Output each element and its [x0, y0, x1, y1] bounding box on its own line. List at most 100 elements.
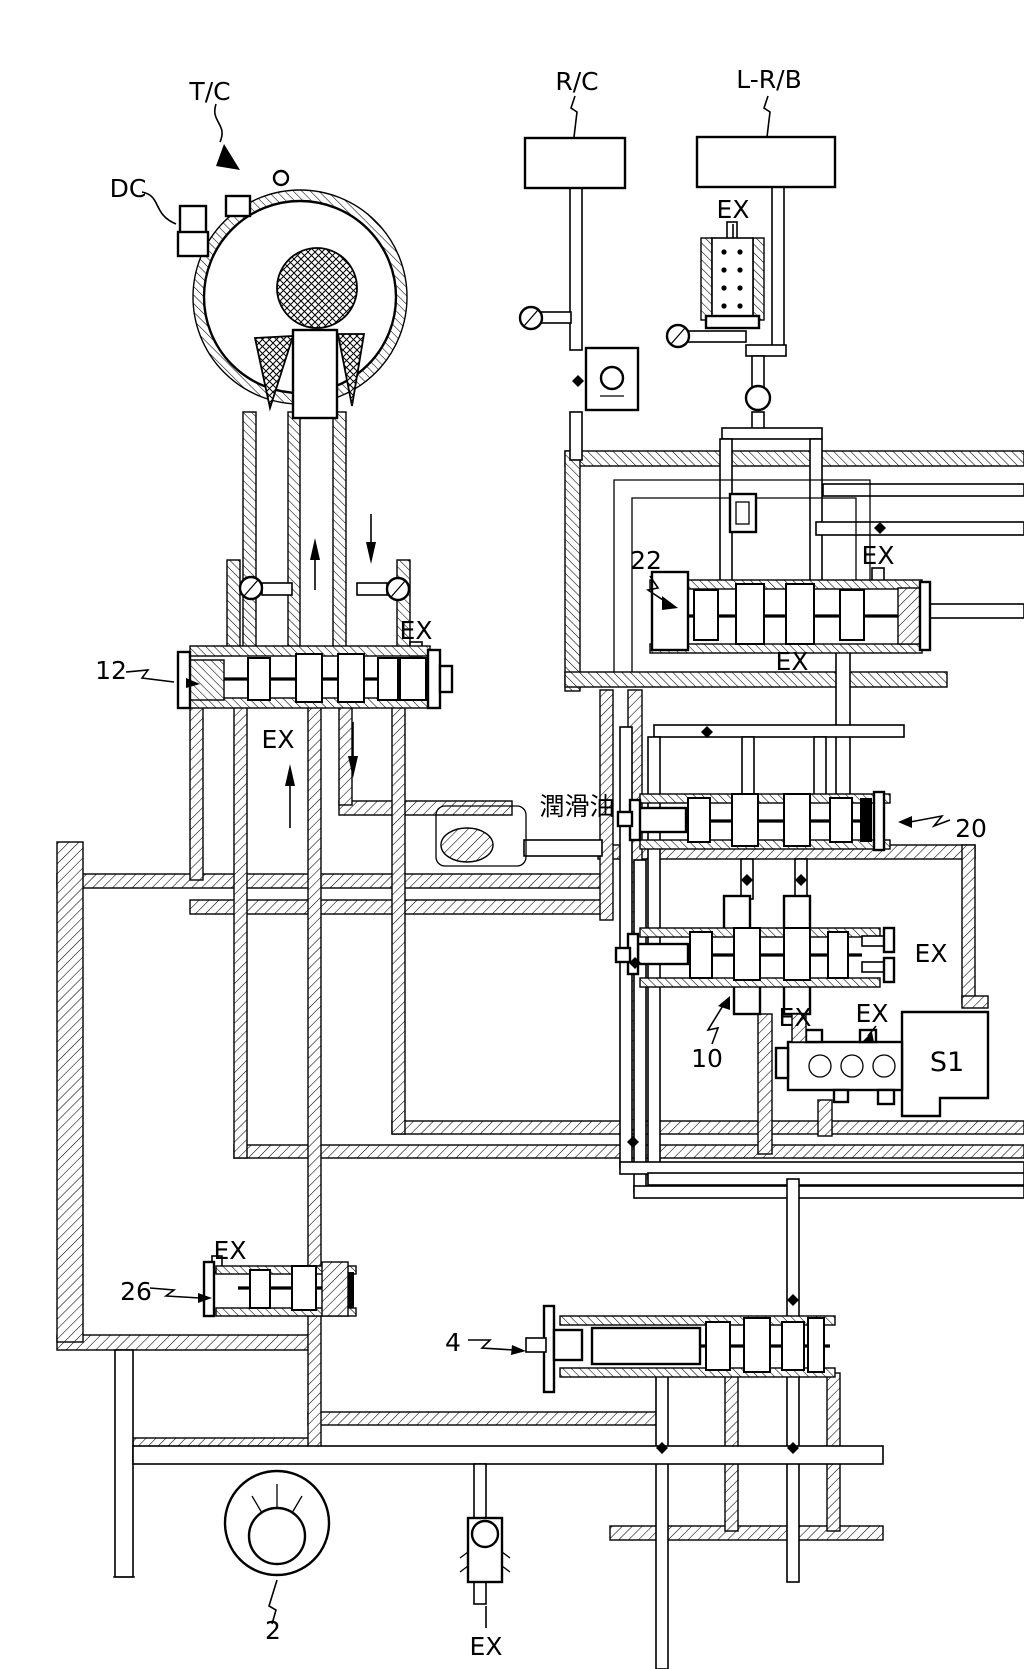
check-ball — [599, 365, 625, 391]
label-lrb: L-R/B — [736, 65, 801, 94]
accumulator-seat — [704, 314, 761, 330]
label-ex: EX — [776, 647, 809, 676]
duct — [835, 649, 851, 799]
pipe — [56, 873, 613, 889]
tc-impeller-wedge — [253, 335, 295, 412]
label-20: 20 — [955, 814, 987, 843]
damper-clutch-block — [178, 204, 208, 236]
label-ex: EX — [862, 541, 895, 570]
arrowhead-icon — [216, 144, 240, 170]
torque-converter — [176, 169, 408, 420]
tc-bolt — [272, 169, 290, 187]
duct — [619, 1161, 1024, 1175]
duct — [569, 187, 583, 351]
pipe — [307, 1411, 658, 1426]
orifice-symbols — [238, 305, 691, 602]
pipe — [609, 1525, 884, 1541]
label-ex: EX — [915, 939, 948, 968]
tc-piston — [224, 194, 252, 218]
enclosure-liner — [613, 479, 871, 672]
pipe — [391, 1120, 1024, 1135]
duct — [473, 1579, 487, 1605]
label-ex: EX — [262, 725, 295, 754]
accumulator-bore — [711, 237, 754, 321]
pipe — [56, 1334, 315, 1351]
duct — [809, 438, 823, 587]
flow-arrows — [285, 514, 376, 828]
rc-chamber — [523, 136, 627, 190]
duct — [771, 186, 785, 348]
valve-pocket — [732, 982, 762, 1016]
pipe — [307, 1315, 322, 1457]
pipe — [56, 841, 84, 1343]
valve-end-cap — [426, 648, 442, 710]
valve-pocket — [782, 894, 812, 932]
pipe — [599, 689, 614, 921]
valve-body-enclosure — [226, 411, 1024, 692]
label-lube: 潤滑油 — [539, 792, 614, 821]
duct — [647, 1172, 1024, 1186]
duct — [473, 1463, 487, 1521]
duct — [741, 736, 755, 798]
enclosure-top-wall — [564, 450, 1024, 467]
lube-check-ball — [440, 827, 494, 863]
valve-plug — [897, 587, 921, 645]
valve-26 — [202, 1260, 357, 1318]
orifice-stem — [356, 582, 388, 596]
valve-end-cap — [918, 580, 932, 652]
label-22: 22 — [630, 546, 662, 575]
valve-end-cap — [202, 1260, 216, 1318]
arrow-down-icon — [366, 542, 376, 564]
relief-valve — [459, 1516, 511, 1584]
duct — [569, 411, 583, 461]
flow-markers — [572, 375, 886, 1454]
s1-box — [900, 1010, 990, 1118]
pipe — [338, 800, 513, 816]
valve-12 — [176, 645, 454, 710]
pipe — [961, 995, 989, 1009]
pipe — [307, 699, 322, 1267]
arrow-up-icon — [310, 538, 320, 560]
pump-line — [132, 1445, 884, 1465]
solenoid-s1 — [774, 1010, 990, 1118]
valve-22 — [649, 570, 932, 654]
jacket-wall — [226, 559, 241, 656]
accumulator-wall — [752, 237, 765, 321]
pump-inner — [247, 1506, 307, 1566]
duct — [523, 839, 603, 857]
duct — [929, 603, 1024, 619]
pilot-box — [728, 492, 758, 534]
label-s1: S1 — [930, 1047, 964, 1078]
oil-pump — [223, 1469, 331, 1577]
label-ex: EX — [856, 999, 889, 1028]
duct — [745, 344, 787, 357]
check-ball-lrb — [744, 384, 772, 412]
duct — [721, 427, 823, 440]
pipe — [757, 1013, 773, 1155]
label-10: 10 — [691, 1044, 723, 1073]
duct — [815, 521, 1024, 536]
duct — [751, 355, 765, 389]
label-ex: EX — [779, 1003, 812, 1032]
label-2: 2 — [265, 1616, 281, 1645]
lrb-chamber — [695, 135, 837, 189]
label-26: 26 — [120, 1277, 152, 1306]
valve-4 — [525, 1304, 836, 1394]
tc-shaft — [291, 328, 339, 420]
neck-wall — [332, 411, 347, 656]
pipe — [189, 699, 204, 881]
duct — [786, 1372, 800, 1583]
tc-turbine-hub — [276, 247, 358, 329]
duct — [633, 1185, 1024, 1199]
duct — [114, 1349, 134, 1578]
label-ex: EX — [400, 616, 433, 645]
relief-ball — [470, 1519, 500, 1549]
arrow-down-icon — [348, 756, 358, 778]
damper-clutch-block — [176, 230, 210, 258]
enclosure-left-wall — [564, 450, 581, 692]
labels: T/C DC R/C L-R/B EX EX EX EX EX EX EX EX… — [95, 65, 987, 1661]
neck-wall — [242, 411, 257, 656]
lubrication-relief — [435, 805, 527, 867]
pipe — [233, 699, 248, 1159]
